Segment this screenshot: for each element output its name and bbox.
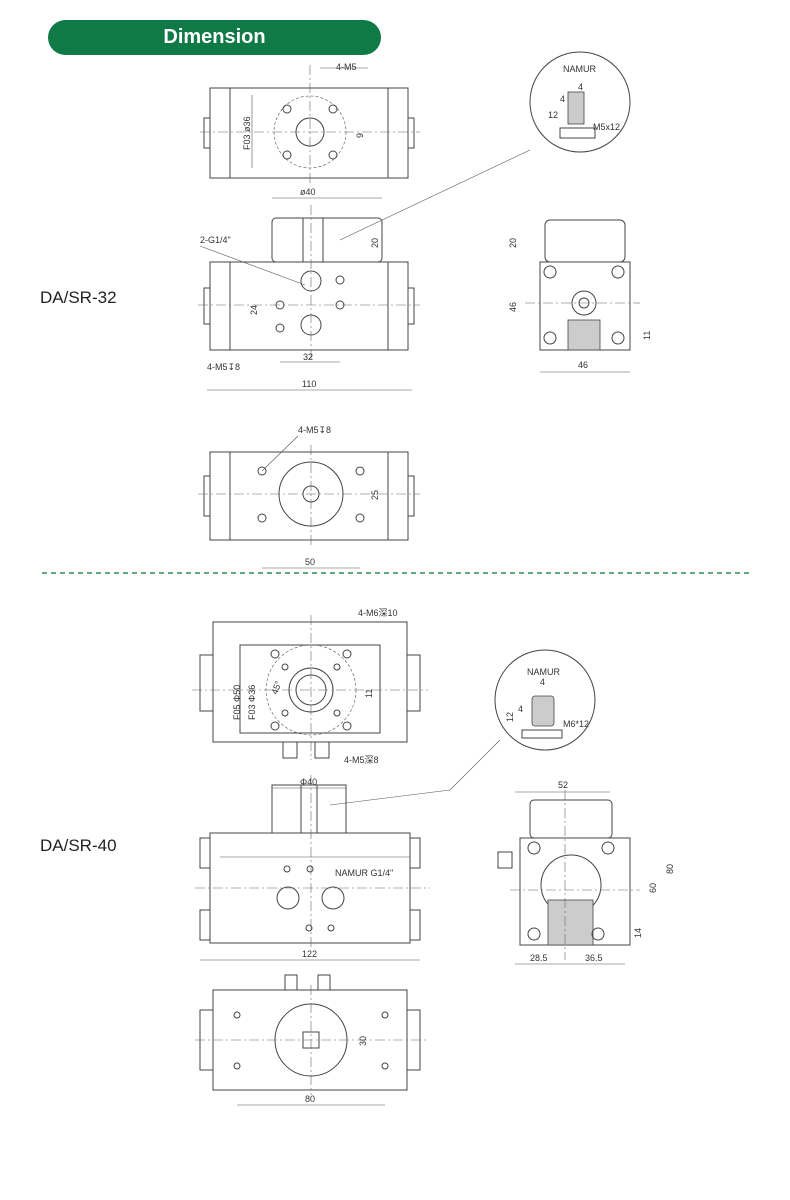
dimension-label: 46 (578, 360, 588, 370)
model-label-40: DA/SR-40 (40, 836, 117, 855)
dimension-label: NAMUR (527, 667, 560, 677)
section-header: Dimension (48, 20, 381, 55)
dimension-label: 32 (303, 352, 313, 362)
dimension-label: 20 (508, 238, 518, 248)
dimension-label: Φ40 (300, 777, 317, 787)
dimension-label: 45° (269, 679, 283, 696)
sr40-namur-detail: NAMUR 4 4 12 M6*12 (494, 649, 596, 751)
dimension-label: F05 Φ50 (232, 685, 242, 720)
dimension-label: 80 (665, 864, 675, 874)
dimension-label: F03 ø36 (242, 116, 252, 150)
sr40-front-view: Φ40 NAMUR G1/4" 122 (195, 739, 501, 961)
dimension-label: NAMUR G1/4" (335, 868, 393, 878)
dimension-label: F03 Φ36 (247, 685, 257, 720)
dimension-label: 4-M5↧8 (207, 362, 240, 372)
dimension-label: 122 (302, 949, 317, 959)
sr32-bottom-view: 4-M5↧8 25 50 (198, 425, 420, 569)
sr40-side-view: 52 80 60 14 28.5 36.5 (497, 780, 675, 965)
dimension-label: 12 (548, 110, 558, 120)
dimension-label: 4 (540, 677, 545, 687)
dimension-label: 46 (508, 302, 518, 312)
dimension-label: 20 (370, 238, 380, 248)
dimension-label: 25 (370, 490, 380, 500)
dimension-label: 12 (505, 712, 515, 722)
sr32-namur-detail: NAMUR 4 4 12 M5x12 (529, 51, 631, 153)
dimension-label: 4 (518, 704, 523, 714)
dimension-label: 60 (648, 883, 658, 893)
dimension-label: 28.5 (530, 953, 548, 963)
model-label-32: DA/SR-32 (40, 288, 117, 307)
dimension-label: M5x12 (593, 122, 620, 132)
sr32-top-view: 4-M5 F03 ø36 9 (200, 62, 420, 185)
dimension-label: 4 (560, 94, 565, 104)
dimension-label: 50 (305, 557, 315, 567)
dimension-label: 30 (358, 1036, 368, 1046)
dimension-label: 36.5 (585, 953, 603, 963)
dimension-label: 4-M5 (336, 62, 357, 72)
sr32-side-view: 20 46 46 11 (508, 219, 652, 373)
dimension-label: 80 (305, 1094, 315, 1104)
dimension-label: ø40 (300, 187, 316, 197)
dimension-label: NAMUR (563, 64, 596, 74)
dimension-label: 24 (249, 305, 259, 315)
sr32-front-view: ø40 20 2-G1/4" 24 4-M5↧8 32 110 (198, 149, 531, 391)
dimension-label: 4 (578, 82, 583, 92)
dimension-label: M6*12 (563, 719, 589, 729)
sr40-bottom-view: 30 80 (195, 974, 428, 1106)
dimension-label: 2-G1/4" (200, 235, 231, 245)
dimension-label: 4-M5深8 (344, 755, 379, 765)
dimension-label: 11 (364, 689, 374, 698)
dimension-label: 9 (355, 133, 365, 138)
dimension-label: 14 (633, 928, 643, 938)
dimension-label: 4-M5↧8 (298, 425, 331, 435)
sr40-top-view: 4-M6深10 F05 Φ50 F03 Φ36 11 45° 4-M5深8 (192, 608, 428, 765)
dimension-label: 11 (642, 331, 652, 340)
dimension-label: 110 (302, 379, 316, 389)
dimension-label: 4-M6深10 (358, 608, 398, 618)
dimension-label: 52 (558, 780, 568, 790)
